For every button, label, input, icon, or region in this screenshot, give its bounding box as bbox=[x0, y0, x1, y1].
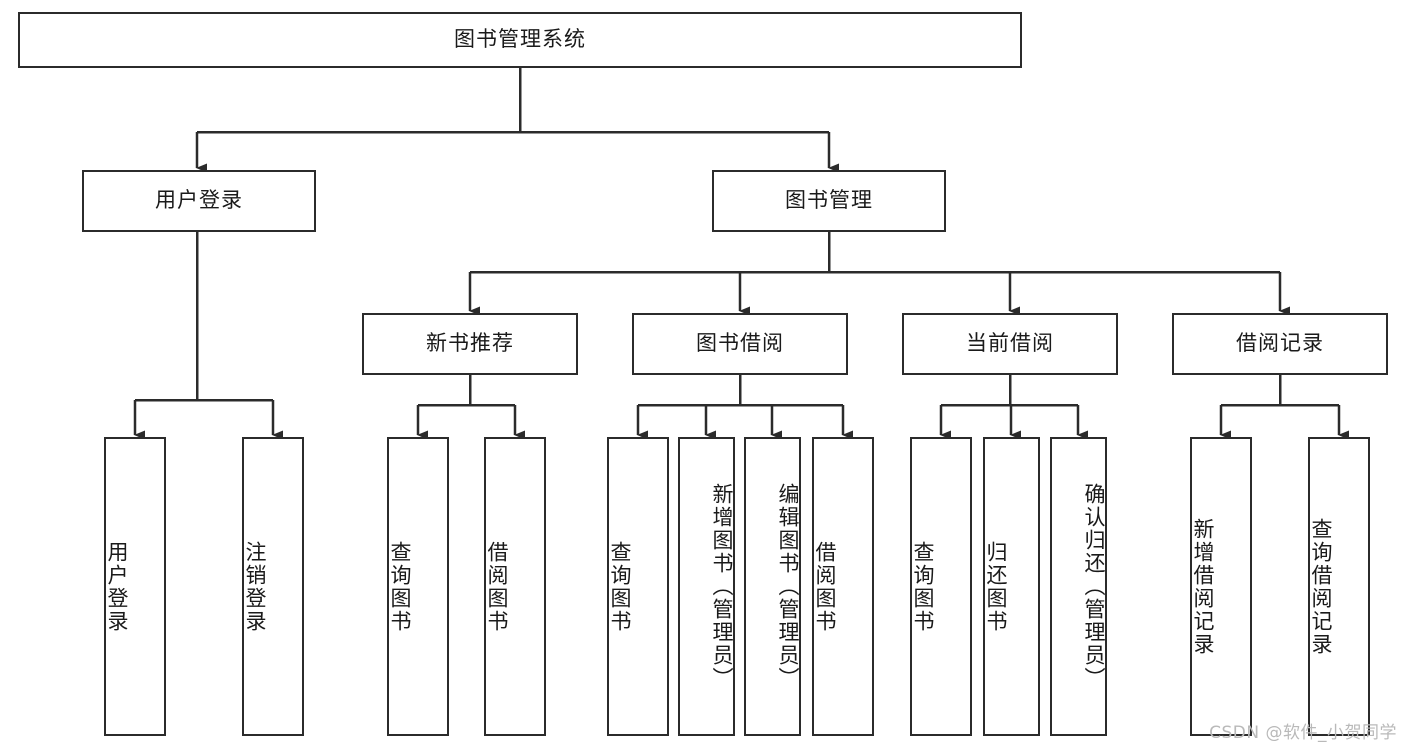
node-label-root: 图书管理系统 bbox=[454, 27, 586, 52]
node-label-user-login: 用户登录 bbox=[155, 188, 243, 213]
node-borrow-record[interactable]: 借阅记录 bbox=[1172, 313, 1388, 375]
node-leaf-query-book-3[interactable]: 查询图书 bbox=[910, 437, 972, 736]
node-leaf-query-book-2[interactable]: 查询图书 bbox=[607, 437, 669, 736]
node-leaf-borrow-book-1[interactable]: 借阅图书 bbox=[484, 437, 546, 736]
node-label-leaf-query-borrow-record: 查询借阅记录 bbox=[1309, 517, 1334, 656]
node-label-leaf-edit-book-admin: 编辑图书（管理员） bbox=[776, 483, 800, 690]
node-label-leaf-query-book-2: 查询图书 bbox=[608, 540, 633, 633]
node-label-current-borrow: 当前借阅 bbox=[966, 331, 1054, 356]
node-leaf-logout[interactable]: 注销登录 bbox=[242, 437, 304, 736]
node-book-borrow[interactable]: 图书借阅 bbox=[632, 313, 848, 375]
node-root[interactable]: 图书管理系统 bbox=[18, 12, 1022, 68]
node-new-book-recommend[interactable]: 新书推荐 bbox=[362, 313, 578, 375]
node-label-leaf-borrow-book-1: 借阅图书 bbox=[485, 540, 510, 633]
node-book-manage[interactable]: 图书管理 bbox=[712, 170, 946, 232]
node-leaf-add-borrow-record[interactable]: 新增借阅记录 bbox=[1190, 437, 1252, 736]
node-label-book-manage: 图书管理 bbox=[785, 188, 873, 213]
node-label-leaf-confirm-return-admin: 确认归还（管理员） bbox=[1082, 483, 1106, 690]
node-leaf-user-login[interactable]: 用户登录 bbox=[104, 437, 166, 736]
node-leaf-edit-book-admin[interactable]: 编辑图书（管理员） bbox=[744, 437, 801, 736]
node-leaf-return-book[interactable]: 归还图书 bbox=[983, 437, 1040, 736]
node-label-leaf-query-book-1: 查询图书 bbox=[388, 540, 413, 633]
node-label-book-borrow: 图书借阅 bbox=[696, 331, 784, 356]
node-label-new-book-recommend: 新书推荐 bbox=[426, 331, 514, 356]
node-label-leaf-user-login: 用户登录 bbox=[105, 540, 130, 633]
node-current-borrow[interactable]: 当前借阅 bbox=[902, 313, 1118, 375]
node-label-leaf-query-book-3: 查询图书 bbox=[911, 540, 936, 633]
node-leaf-confirm-return-admin[interactable]: 确认归还（管理员） bbox=[1050, 437, 1107, 736]
node-label-leaf-add-book-admin: 新增图书（管理员） bbox=[710, 483, 734, 690]
node-label-leaf-return-book: 归还图书 bbox=[984, 540, 1009, 633]
node-label-leaf-logout: 注销登录 bbox=[243, 540, 268, 633]
node-leaf-borrow-book-2[interactable]: 借阅图书 bbox=[812, 437, 874, 736]
connector-group bbox=[133, 68, 1349, 440]
node-leaf-query-book-1[interactable]: 查询图书 bbox=[387, 437, 449, 736]
node-leaf-query-borrow-record[interactable]: 查询借阅记录 bbox=[1308, 437, 1370, 736]
node-leaf-add-book-admin[interactable]: 新增图书（管理员） bbox=[678, 437, 735, 736]
node-label-leaf-borrow-book-2: 借阅图书 bbox=[813, 540, 838, 633]
node-user-login[interactable]: 用户登录 bbox=[82, 170, 316, 232]
node-label-borrow-record: 借阅记录 bbox=[1236, 331, 1324, 356]
node-label-leaf-add-borrow-record: 新增借阅记录 bbox=[1191, 517, 1216, 656]
